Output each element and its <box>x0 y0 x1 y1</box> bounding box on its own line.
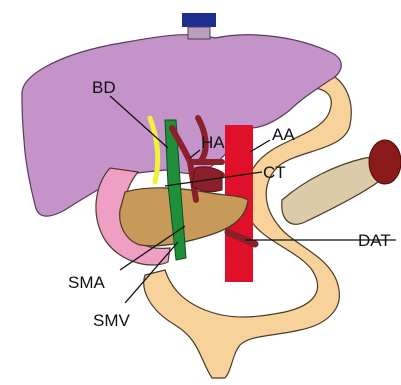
label-bd: BD <box>92 78 116 97</box>
label-smv: SMV <box>93 311 131 330</box>
label-ha: HA <box>201 133 225 152</box>
pancreas-tail <box>282 158 381 225</box>
label-aa: AA <box>272 125 295 144</box>
ivc-clamp <box>182 13 216 27</box>
celiac-trunk <box>192 167 222 192</box>
label-sma: SMA <box>68 273 106 292</box>
ivc-stump <box>188 27 210 39</box>
label-dat: DAT <box>358 231 391 250</box>
label-ct: CT <box>263 163 286 182</box>
spleen <box>369 140 401 184</box>
